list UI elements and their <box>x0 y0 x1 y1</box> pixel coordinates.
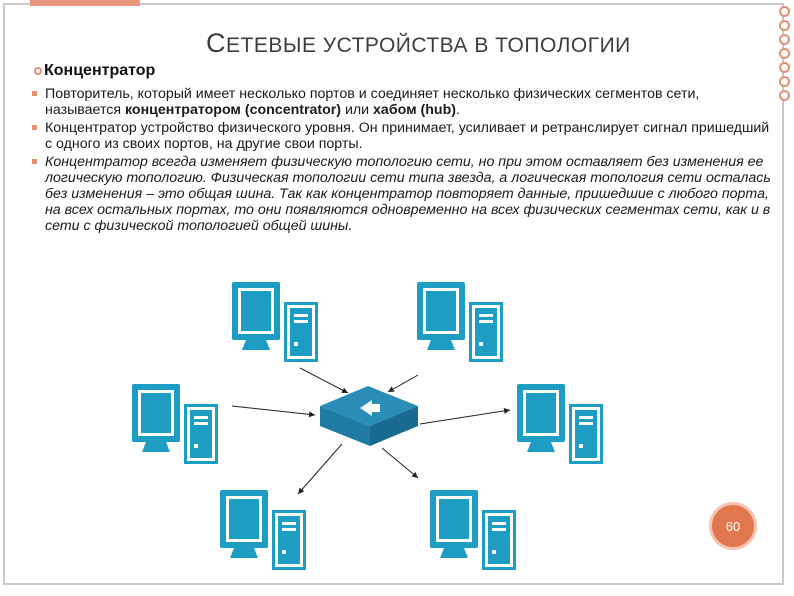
section-heading: Концентратор <box>34 62 155 80</box>
slide-title: СЕТЕВЫЕ УСТРОЙСТВА В ТОПОЛОГИИ <box>206 28 631 58</box>
slide-frame <box>3 3 784 585</box>
computer-mid-right <box>517 384 603 464</box>
bullet-item-3: Концентратор всегда изменяет физическую … <box>32 154 774 234</box>
computer-mid-left <box>132 384 218 464</box>
computer-top-right <box>417 282 503 362</box>
link-line <box>387 374 419 393</box>
section-heading-label: Концентратор <box>44 62 156 79</box>
bullet-item-2: Концентратор устройство физического уров… <box>32 120 774 152</box>
page-number-badge: 60 <box>709 502 757 550</box>
hub-topology-diagram <box>132 282 603 570</box>
hub-icon <box>320 386 418 446</box>
computer-top-left <box>232 282 318 362</box>
computer-bottom-left <box>220 490 306 570</box>
right-decoration <box>779 0 790 595</box>
square-bullet-icon <box>32 125 37 130</box>
link-line <box>231 405 316 418</box>
square-bullet-icon <box>32 91 37 96</box>
link-line <box>299 367 349 394</box>
link-line <box>419 407 511 425</box>
bullet-circle-icon <box>34 67 42 75</box>
bullet-list: Повторитель, который имеет несколько пор… <box>32 86 774 236</box>
computer-bottom-right <box>430 490 516 570</box>
bullet-item-1: Повторитель, который имеет несколько пор… <box>32 86 774 118</box>
square-bullet-icon <box>32 159 37 164</box>
top-accent-strip <box>30 0 140 6</box>
link-line <box>297 443 343 495</box>
link-line <box>381 447 419 479</box>
